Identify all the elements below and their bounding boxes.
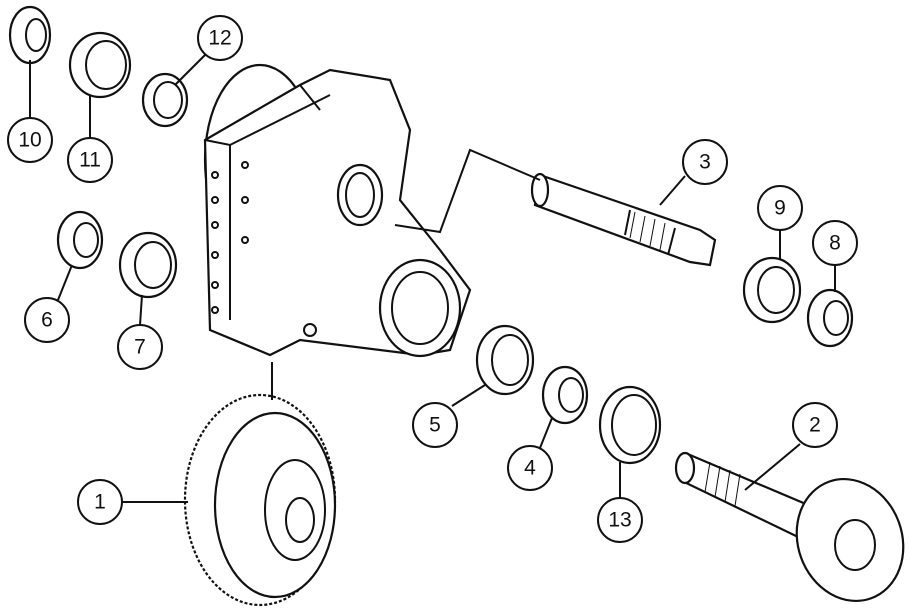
callout-3: 3 [682, 139, 728, 185]
svg-text:3: 3 [699, 151, 711, 174]
svg-text:7: 7 [134, 336, 146, 359]
callout-4: 4 [507, 445, 553, 491]
svg-text:6: 6 [41, 309, 53, 332]
svg-text:10: 10 [18, 129, 41, 152]
svg-text:1: 1 [94, 491, 106, 514]
callout-2: 2 [792, 402, 838, 448]
svg-text:12: 12 [208, 27, 231, 50]
callout-12: 12 [197, 15, 243, 61]
input-shaft [530, 172, 717, 267]
svg-text:11: 11 [79, 149, 101, 172]
svg-text:8: 8 [829, 232, 841, 255]
callout-11: 11 [67, 137, 113, 183]
svg-text:5: 5 [429, 414, 441, 437]
ring-gear [183, 393, 337, 607]
callout-7: 7 [117, 324, 163, 370]
svg-text:9: 9 [774, 197, 786, 220]
leader-lines [29, 54, 836, 503]
callout-9: 9 [757, 185, 803, 231]
svg-text:4: 4 [524, 457, 536, 480]
callout-6: 6 [24, 297, 70, 343]
callout-8: 8 [812, 220, 858, 266]
svg-text:13: 13 [608, 509, 631, 532]
bearings [8, 5, 854, 465]
output-shaft [674, 451, 905, 603]
svg-text:2: 2 [809, 414, 821, 437]
callout-5: 5 [412, 402, 458, 448]
callout-1: 1 [77, 479, 123, 525]
callout-10: 10 [7, 117, 53, 163]
callout-13: 13 [597, 497, 643, 543]
differential-housing [203, 63, 472, 358]
